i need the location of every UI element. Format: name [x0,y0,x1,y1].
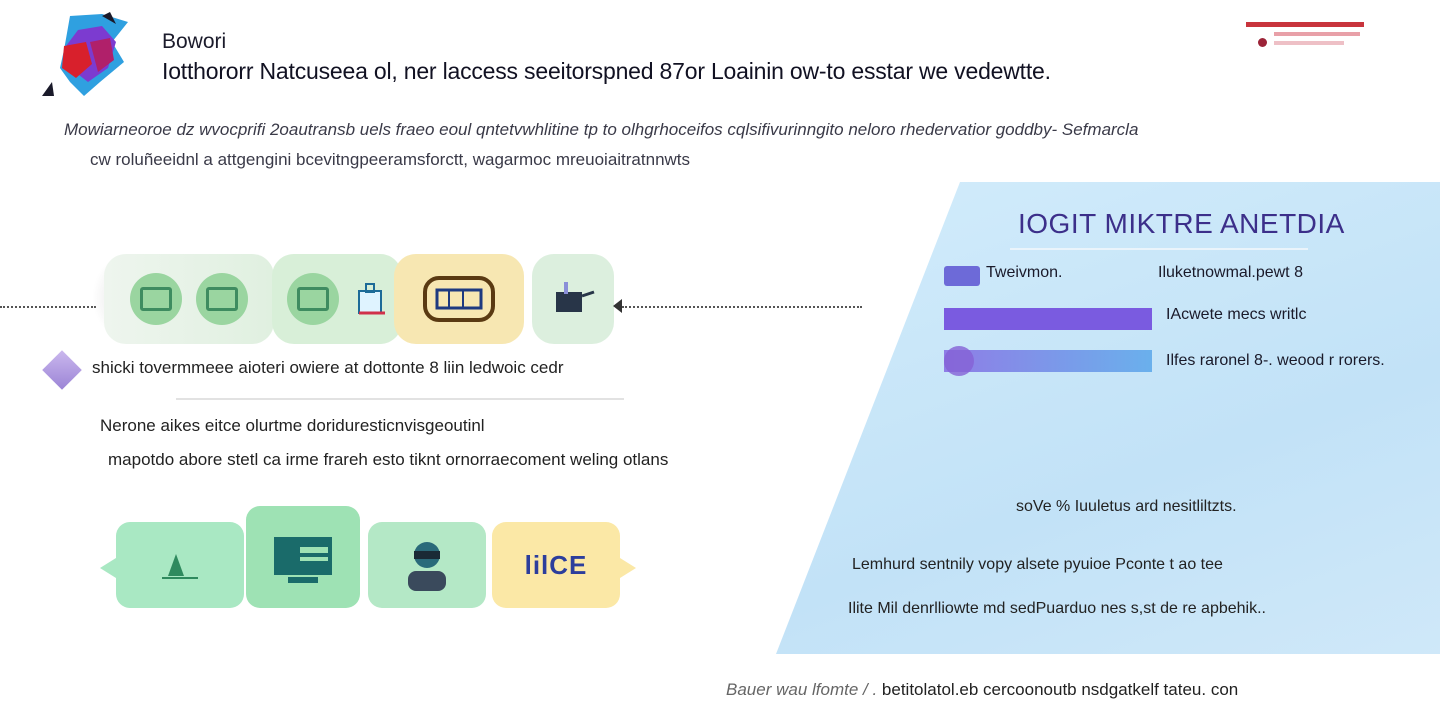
screen-frame-icon [423,276,495,322]
monitor-icon [130,273,182,325]
brand-name: Bowori [162,30,227,53]
panel-row1-right: Iluketnowmal.pewt 8 [1158,264,1303,281]
brand-logo [40,12,140,98]
footer: Bauer wau lfomte / . betitolatol.eb cerc… [726,680,1238,700]
connector-right [622,306,862,308]
panel-row2: IAcwete mecs writlc [1166,306,1307,323]
panel-line-2: Ilite Mil denrlliowte md sedPuarduo nes … [848,600,1266,617]
person-icon [408,542,446,591]
arrow-icon [613,299,622,313]
panel-note: soVe % Iuuletus ard nesitliltzts. [1016,498,1237,515]
panel-bar-3 [944,350,1152,372]
device-icon [556,282,595,312]
grid-icon [196,273,248,325]
flow-note-1: shicki tovermmeee aioteri owiere at dott… [92,358,564,377]
notch-right [620,558,636,578]
diamond-icon [42,350,82,390]
panel-row1-left: Tweivmon. [986,264,1063,281]
flow-note-2: Nerone aikes eitce olurtme doriduresticn… [100,416,485,435]
badge-icon [944,346,974,376]
tag-icon [944,266,980,286]
panel-line-1: Lemhurd sentnily vopy alsete pyuioe Pcon… [852,556,1223,573]
flow-step-3 [394,254,524,344]
flow-note-3: mapotdo abore stetl ca irme frareh esto … [108,450,669,469]
tile-label: lilCE [524,549,588,580]
briefcase-icon [358,283,385,315]
bottom-step-2 [246,506,360,608]
info-panel [776,182,1440,654]
bottom-step-1 [116,522,244,608]
corner-badge [1246,22,1364,52]
notch-left [100,558,116,578]
page-headline: Iotthororr Natcuseea ol, ner laccess see… [162,58,1051,84]
footer-lead: Bauer wau lfomte / . [726,680,878,699]
footer-text: betitolatol.eb cercoonoutb nsdgatkelf ta… [881,680,1239,699]
panel-row3: Ilfes raronel 8-. weood r rorers. [1166,352,1385,369]
bottom-step-4: lilCE [492,522,620,608]
robot-icon [287,273,339,325]
bottom-step-3 [368,522,486,608]
connector-left [0,306,96,308]
intro-line-2: cw roluñeeidnl a attgengini bcevitngpeer… [90,150,691,169]
panel-bar-2 [944,308,1152,330]
divider [176,398,624,400]
panel-title: IOGIT MIKTRE ANETDIA [1018,208,1345,239]
intro-line-1: Mowiarneoroe dz wvocprifi 2oautransb uel… [64,120,1139,139]
triangle-icon [162,554,198,579]
flow-step-4 [532,254,614,344]
flow-step-1 [104,254,274,344]
panel-divider [1010,248,1308,250]
monitor-icon [274,537,332,583]
flow-step-2 [272,254,402,344]
